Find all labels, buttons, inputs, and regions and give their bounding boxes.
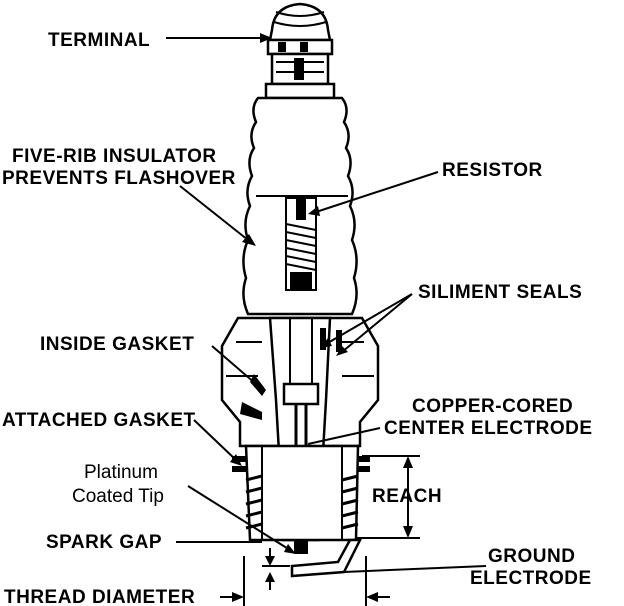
- label-platinum-line1: Platinum: [84, 462, 158, 483]
- terminal-nut: [264, 2, 336, 100]
- leader-lines: [166, 33, 487, 606]
- labels: TERMINAL FIVE-RIB INSULATOR PREVENTS FLA…: [2, 30, 593, 606]
- label-insulator-line1: FIVE-RIB INSULATOR: [12, 146, 217, 167]
- label-attached-gasket: ATTACHED GASKET: [2, 410, 196, 431]
- label-reach: REACH: [372, 486, 442, 507]
- ground-electrode: [290, 538, 363, 578]
- label-terminal: TERMINAL: [48, 30, 150, 51]
- label-platinum-line2: Coated Tip: [72, 486, 164, 507]
- label-inside-gasket: INSIDE GASKET: [40, 334, 194, 355]
- label-copper-line2: CENTER ELECTRODE: [384, 418, 593, 439]
- label-insulator-line2: PREVENTS FLASHOVER: [2, 168, 236, 189]
- label-ground-line1: GROUND: [488, 546, 575, 567]
- gaskets: [232, 374, 370, 472]
- label-ground-line2: ELECTRODE: [470, 568, 592, 589]
- label-resistor: RESISTOR: [442, 160, 543, 181]
- label-copper-line1: COPPER-CORED: [412, 396, 573, 417]
- label-spark-gap: SPARK GAP: [46, 532, 162, 553]
- label-thread-diameter: THREAD DIAMETER: [4, 587, 195, 606]
- label-siliment-seals: SILIMENT SEALS: [418, 282, 582, 303]
- threads: [244, 444, 360, 542]
- spark-plug-illustration: [220, 2, 380, 578]
